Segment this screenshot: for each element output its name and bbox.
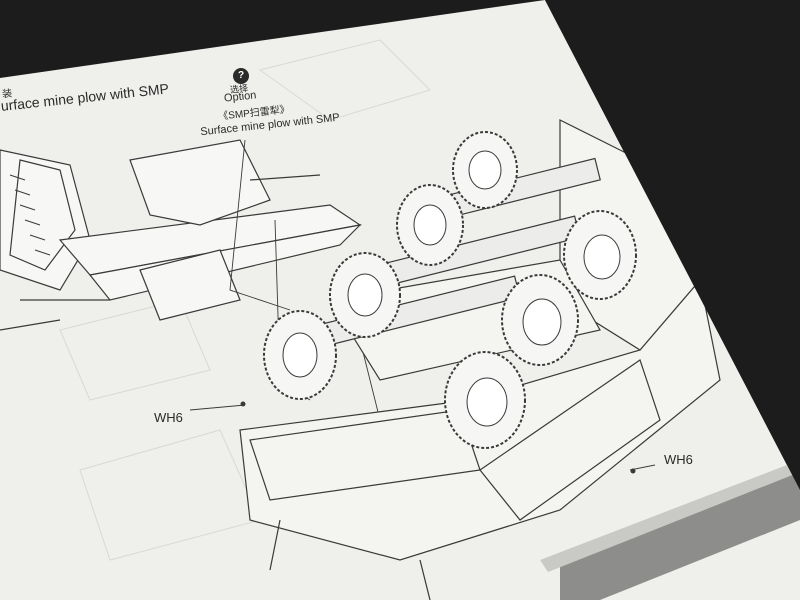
wheel-4 <box>329 252 401 338</box>
part-label-wh6-left: WH6 <box>154 410 183 425</box>
wheel-1 <box>452 131 518 209</box>
wheel-7 <box>444 351 526 449</box>
footer-band <box>560 470 800 600</box>
sheet-edge-shadow <box>545 0 800 490</box>
wh6-bolt-markers <box>240 401 636 474</box>
wheel-5 <box>501 274 579 366</box>
wheel-2 <box>396 184 464 266</box>
plow-teeth <box>9 174 51 256</box>
wheels <box>263 131 637 449</box>
step-marker-icon: ? <box>233 68 249 84</box>
part-label-wh6-right: WH6 <box>664 452 693 467</box>
mine-plow-drawing <box>0 139 362 331</box>
footer-band-edge <box>540 460 800 572</box>
wheel-3 <box>563 210 637 300</box>
wheel-6 <box>263 310 337 400</box>
